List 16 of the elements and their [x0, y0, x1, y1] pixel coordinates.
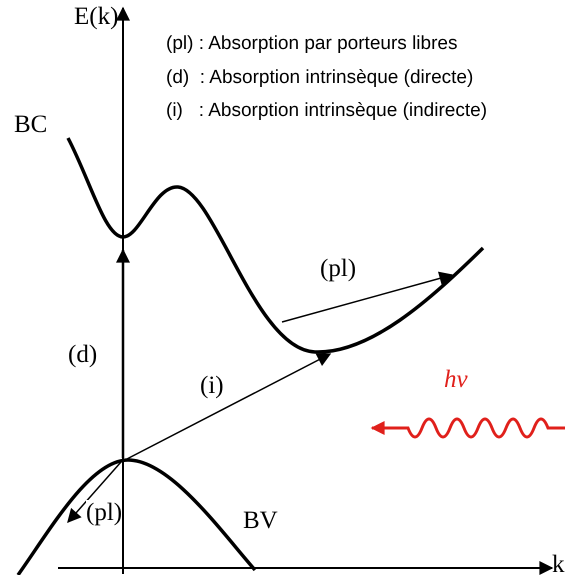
band-label: BC — [14, 112, 48, 137]
arrow — [124, 353, 332, 461]
arrow — [67, 462, 122, 524]
arrow — [282, 272, 454, 323]
edge-label: (d) — [68, 342, 98, 367]
edge-label: (pl) — [320, 256, 356, 281]
axis-label: E(k) — [74, 4, 118, 29]
photon-label: hν — [444, 367, 468, 392]
legend-note: (i) : Absorption intrinsèque (indirecte) — [166, 101, 488, 120]
band-label: BV — [243, 508, 278, 533]
axis-label: k — [552, 552, 564, 575]
edge-label: (i) — [200, 373, 224, 398]
edge-label: (pl) — [86, 500, 122, 525]
legend-note: (pl) : Absorption par porteurs libres — [166, 34, 458, 53]
arrow — [116, 248, 130, 458]
legend-note: (d) : Absorption intrinsèque (directe) — [166, 68, 474, 87]
